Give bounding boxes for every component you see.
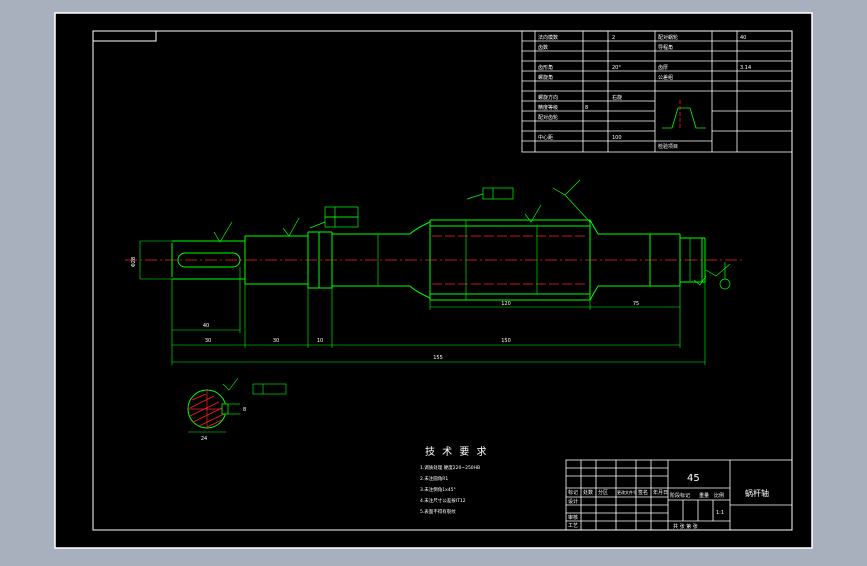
param-right-1-name: 导程角 (658, 44, 673, 51)
dim-key-depth: 24 (201, 436, 207, 442)
param-row-7-name: 中心距 (538, 134, 553, 141)
param-table (521, 30, 793, 153)
dim-segment-3: 10 (317, 338, 323, 344)
param-row-1-name: 齿数 (538, 44, 548, 51)
tech-note-line-1: 1.调质处理 硬度220~250HB (420, 464, 480, 471)
dim-total-length: 155 (433, 355, 443, 361)
tech-note-line-2: 2.未注圆角R1 (420, 475, 448, 482)
tooth-profile-sketch (662, 100, 706, 130)
dim-right-length: 75 (633, 301, 639, 307)
title-block-text: 45 蜗杆轴 标记 处数 分区 更改文件号 签名 年月日 设计 审核 工艺 阶段… (568, 473, 769, 530)
title-label-zone: 分区 (598, 489, 608, 496)
param-row-4-name: 螺旋方向 (538, 94, 558, 101)
param-right-0-value: 40 (740, 35, 746, 41)
title-label-date: 年月日 (653, 489, 668, 496)
dim-key-width: 8 (243, 407, 246, 413)
param-row-3-name: 螺旋角 (538, 74, 553, 81)
drawing-sheet (54, 12, 813, 549)
param-right-3-name: 公差组 (658, 74, 673, 81)
role-reviewer: 审核 (568, 514, 578, 521)
worm-pitch-lines (432, 235, 588, 285)
title-block (565, 459, 793, 531)
param-row-2-value: 20° (612, 65, 621, 71)
shaft-outline (171, 219, 706, 301)
part-name-label: 蜗杆轴 (745, 488, 769, 498)
param-row-4-value: 右旋 (612, 94, 622, 101)
param-table-text: 法向模数 2 齿数 齿形角 20° 螺旋角 螺旋方向 右旋 精度等级 8 配对齿… (538, 34, 751, 150)
tech-notes-title: 技 术 要 求 (425, 445, 489, 458)
title-label-doc: 更改文件号 (617, 489, 637, 495)
section-view: 24 8 (187, 377, 287, 442)
title-label-sign: 签名 (638, 489, 648, 496)
material-label: 45 (687, 473, 700, 484)
dim-segment-4: 150 (501, 338, 511, 344)
param-row-2-name: 齿形角 (538, 64, 553, 71)
dim-segment-2: 30 (273, 338, 279, 344)
dim-keyway-length: 40 (203, 323, 209, 329)
param-right-2-value: 3.14 (740, 65, 751, 71)
param-row-0-name: 法向模数 (538, 34, 558, 41)
param-row-0-value: 2 (612, 35, 615, 41)
tech-note-line-3: 3.未注倒角1x45° (420, 486, 456, 493)
title-label-mark: 标记 (568, 489, 578, 496)
title-label-count: 处数 (583, 489, 593, 496)
param-row-7-value: 100 (612, 135, 622, 141)
param-row-5-name: 精度等级 (538, 104, 558, 111)
technical-notes: 技 术 要 求 1.调质处理 硬度220~250HB 2.未注圆角R1 3.未注… (420, 445, 489, 515)
param-right-0-name: 配对蜗轮 (658, 34, 678, 41)
scale-value: 1:1 (716, 510, 724, 516)
tech-note-line-4: 4.未注尺寸公差按IT12 (420, 497, 466, 504)
dim-left-segment: 30 (205, 338, 211, 344)
inner-border (92, 30, 793, 531)
param-row-5-mid: 8 (585, 105, 588, 111)
dim-worm-length: 120 (501, 301, 511, 307)
param-right-4-name: 检验项目 (658, 143, 678, 150)
tech-note-line-5: 5.表面不得有裂纹 (420, 508, 456, 515)
param-row-6-name: 配对齿轮 (538, 114, 558, 121)
sheet-label: 共 张 第 张 (673, 523, 698, 530)
dimension-texts: 40 30 30 10 150 155 120 75 Φ28 (131, 257, 639, 361)
corner-box (92, 30, 157, 42)
scale-label: 比例 (714, 492, 724, 499)
role-designer: 设计 (568, 498, 578, 505)
dim-left-diameter: Φ28 (131, 257, 137, 267)
weight-label: 重量 (699, 492, 709, 499)
role-process: 工艺 (568, 523, 578, 529)
tolerance-frames (213, 179, 731, 290)
param-right-2-name: 齿厚 (658, 65, 668, 71)
dimension-lines (139, 220, 706, 365)
stage-mark-label: 阶段标记 (670, 492, 690, 499)
